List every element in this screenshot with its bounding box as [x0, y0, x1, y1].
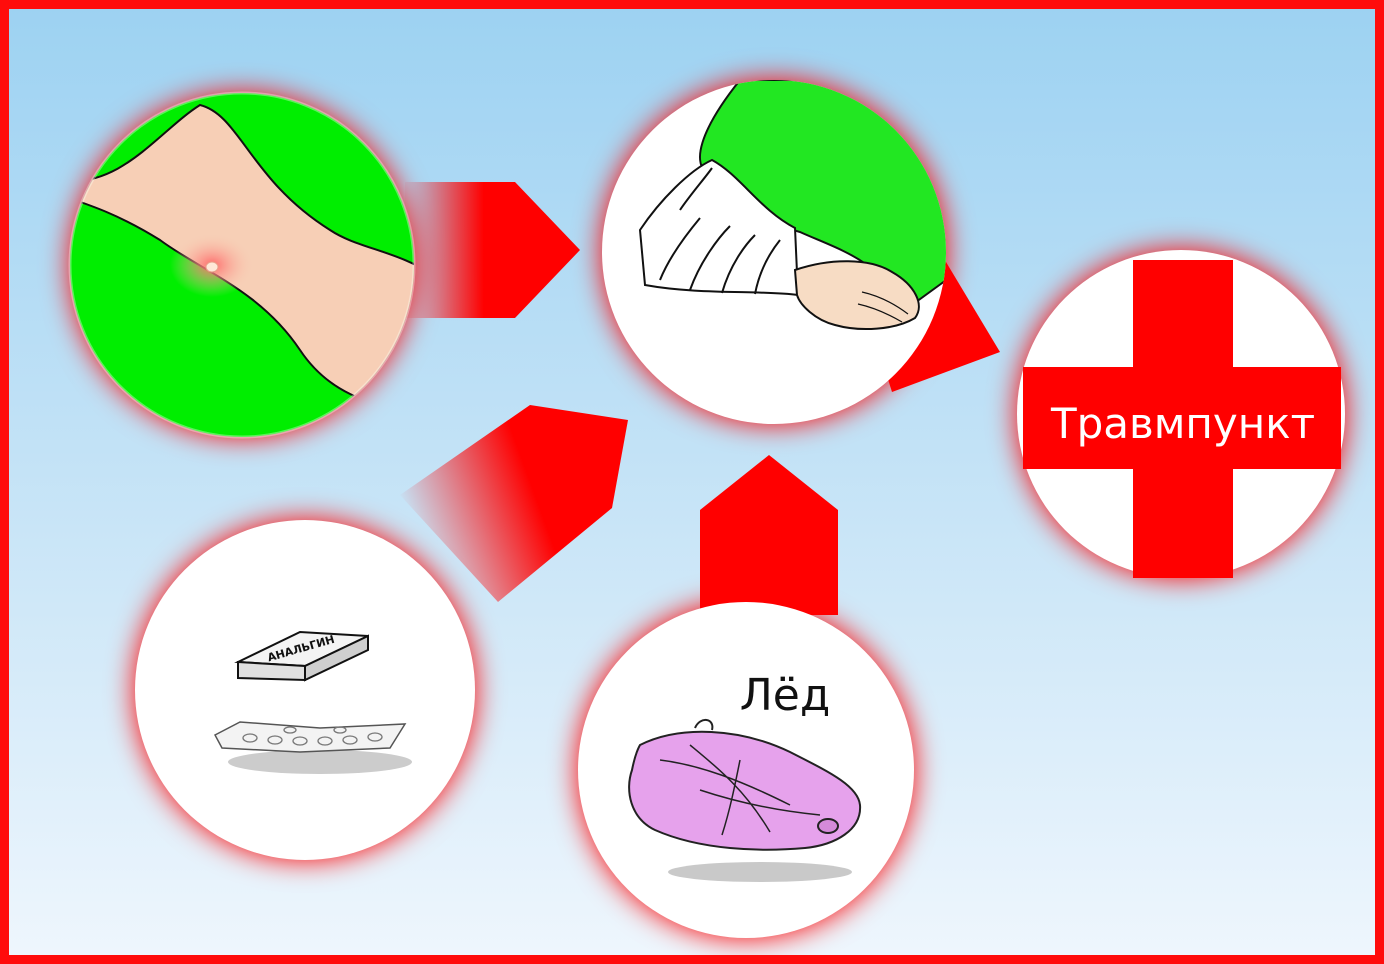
arrow-pills-to-bandage	[400, 405, 628, 602]
trauma-center-label: Травмпункт	[1050, 399, 1315, 448]
arrow-bruise-to-bandage	[405, 182, 580, 318]
trauma-center-badge: Травмпункт	[1017, 250, 1345, 578]
bruised-arm-illustration	[60, 93, 440, 437]
pill-blister	[215, 722, 412, 774]
ice-label: Лёд	[740, 670, 831, 721]
arrow-ice-to-bandage	[700, 455, 838, 615]
diagram-canvas: Травмпункт АНАЛЬГИН Лёд	[9, 9, 1375, 955]
ice-pack-illustration: Лёд	[578, 602, 914, 938]
painkiller-pills-illustration: АНАЛЬГИН	[135, 520, 475, 860]
